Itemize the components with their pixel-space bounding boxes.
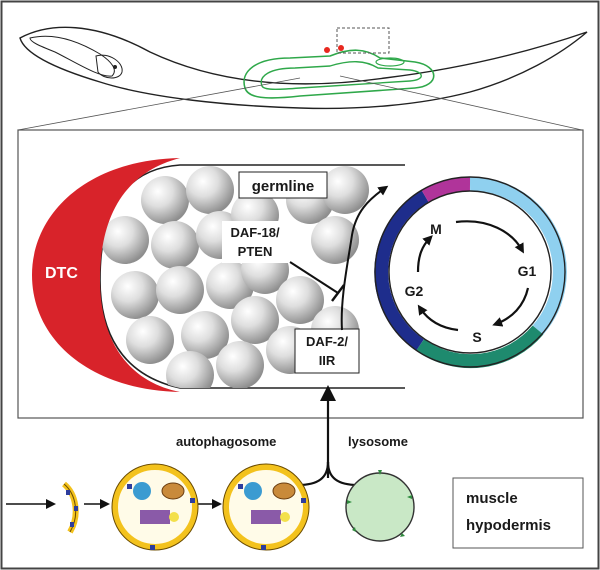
daf2-label-line1: DAF-2/ bbox=[306, 334, 348, 349]
lysosome-marker bbox=[407, 495, 412, 499]
lysosome-body bbox=[345, 472, 415, 542]
zoom-line-right bbox=[339, 75, 583, 131]
germ-cell bbox=[186, 166, 234, 214]
membrane-marker bbox=[238, 484, 243, 489]
germline-label-box bbox=[238, 171, 328, 199]
phagophore-edge bbox=[63, 483, 77, 533]
lysosome-marker bbox=[352, 527, 356, 532]
membrane-marker bbox=[261, 545, 266, 550]
gonad-inner bbox=[260, 61, 422, 91]
cell-cycle-ring: M G1 S G2 bbox=[374, 176, 567, 369]
germ-cell bbox=[311, 216, 359, 264]
cargo-orange-organelle bbox=[161, 482, 185, 500]
membrane-marker bbox=[150, 545, 155, 550]
ring-segment-M bbox=[421, 176, 471, 203]
germ-cell bbox=[166, 351, 214, 388]
phase-label-s: S bbox=[472, 329, 481, 345]
cargo-striped-block bbox=[140, 510, 170, 524]
cycle-arrow-g1-s bbox=[492, 287, 530, 327]
dtc-cap bbox=[32, 158, 180, 392]
cargo-striped-block bbox=[251, 510, 281, 524]
membrane-marker bbox=[301, 498, 306, 503]
germ-cell bbox=[216, 341, 264, 388]
hypodermis-label: hypodermis bbox=[466, 517, 551, 534]
worm-pharynx bbox=[29, 35, 115, 77]
lysosome-marker bbox=[400, 533, 405, 537]
zoom-region-box bbox=[336, 27, 390, 54]
cargo-yellow-vesicle bbox=[169, 512, 179, 522]
cargo-blue-organelle bbox=[133, 482, 151, 500]
worm-overview bbox=[19, 26, 588, 110]
phase-label-g1: G1 bbox=[518, 263, 537, 279]
germ-cell bbox=[231, 296, 279, 344]
dtc-dot-right bbox=[338, 45, 344, 51]
daf2-label-line2: IIR bbox=[319, 353, 336, 368]
germ-cell bbox=[126, 316, 174, 364]
mature-autophagosome bbox=[222, 463, 310, 551]
muscle-label: muscle bbox=[466, 490, 518, 507]
phase-label-g2: G2 bbox=[405, 283, 424, 299]
daf18-label-line2: PTEN bbox=[238, 244, 273, 259]
membrane-marker bbox=[70, 522, 74, 527]
germ-cells bbox=[101, 166, 369, 388]
germ-cell bbox=[151, 221, 199, 269]
zoom-line-left bbox=[17, 77, 301, 131]
dtc-label: DTC bbox=[45, 265, 78, 282]
membrane-marker bbox=[127, 484, 132, 489]
germ-cell bbox=[156, 266, 204, 314]
autophagosome-outer-membrane bbox=[223, 464, 309, 550]
ring-segment-S bbox=[415, 325, 544, 369]
germline-label: germline bbox=[252, 178, 315, 195]
germ-cell bbox=[111, 271, 159, 319]
inhibition-bar bbox=[331, 284, 345, 302]
germ-cell bbox=[101, 216, 149, 264]
ring-segment-G2 bbox=[374, 189, 429, 351]
germ-cell bbox=[181, 311, 229, 359]
cargo-orange-organelle bbox=[272, 482, 296, 500]
germ-cell bbox=[276, 276, 324, 324]
ring-outer-edge bbox=[374, 176, 566, 368]
ring-inner-edge bbox=[388, 190, 552, 354]
autophagosome-label: autophagosome bbox=[176, 434, 276, 449]
autophagosome-outer-membrane bbox=[112, 464, 198, 550]
lysosome-marker bbox=[347, 500, 352, 504]
merge-curve-left bbox=[297, 461, 330, 487]
signal-arrow bbox=[340, 185, 389, 331]
cargo-blue-organelle bbox=[244, 482, 262, 500]
lysosome bbox=[345, 470, 415, 542]
daf2-label-box bbox=[294, 328, 360, 374]
cycle-arrow-g2-m bbox=[416, 235, 433, 273]
tissue-label-box bbox=[452, 477, 584, 549]
worm-pharynx-bulb bbox=[95, 54, 123, 79]
daf18-label-box bbox=[222, 221, 288, 263]
forming-autophagosome bbox=[111, 463, 199, 551]
membrane-marker bbox=[66, 490, 70, 495]
germ-cell bbox=[141, 176, 189, 224]
phase-label-m: M bbox=[430, 221, 442, 237]
merge-curve-right bbox=[326, 461, 359, 487]
lysosome-label: lysosome bbox=[348, 434, 408, 449]
worm-body bbox=[19, 26, 588, 110]
cargo-yellow-vesicle bbox=[280, 512, 290, 522]
gonad-outline bbox=[243, 49, 435, 99]
membrane-marker bbox=[74, 506, 78, 511]
lysosome-marker bbox=[378, 470, 382, 475]
membrane-marker bbox=[190, 498, 195, 503]
dtc-dot-left bbox=[324, 47, 330, 53]
gonad-segment bbox=[375, 57, 405, 67]
germ-cell bbox=[321, 166, 369, 214]
cycle-arrow-m-g1 bbox=[455, 220, 524, 254]
cycle-arrow-s-g2 bbox=[417, 304, 459, 332]
ring-segment-G1 bbox=[469, 176, 567, 335]
daf18-label-line1: DAF-18/ bbox=[230, 225, 280, 240]
inhibition-line bbox=[289, 261, 339, 294]
worm-nerve-dot bbox=[113, 65, 117, 69]
